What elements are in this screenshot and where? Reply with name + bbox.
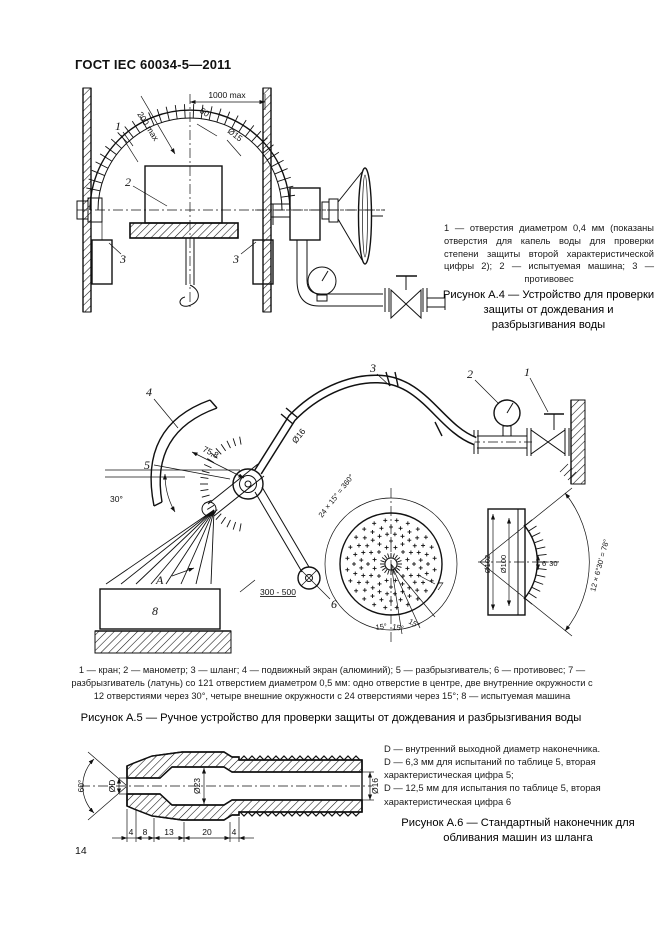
figure-a4-drawing: 1000 max 200 max 50 Ø15 xyxy=(76,87,446,320)
a6-dim-60deg: 60° xyxy=(76,780,86,793)
a5-dim-d100: Ø100 xyxy=(499,555,508,573)
a4-spray-dome xyxy=(86,104,296,211)
figure-a5-caption: Рисунок А.5 — Ручное устройство для пров… xyxy=(80,712,582,724)
a5-part1-label: 1 xyxy=(524,365,530,379)
a6-note-2: D — 6,3 мм для испытаний по таблице 5, в… xyxy=(384,756,596,781)
a5-part-labels-device: 4 5 6 8 xyxy=(144,385,337,618)
a4-part1-label: 1 xyxy=(115,119,121,133)
a4-part-labels: 1 2 3 3 xyxy=(108,119,257,266)
page-number: 14 xyxy=(75,845,87,857)
a6-note-1: D — внутренний выходной диаметр наконечн… xyxy=(384,743,601,754)
a5-part4-label: 4 xyxy=(146,385,152,399)
a4-part3-left-label: 3 xyxy=(119,252,126,266)
a5-view-a: А xyxy=(155,573,164,587)
a5-sprinkler-face-view: 24 × 15° = 360° 15° 15° 15° 7 xyxy=(316,472,458,644)
page-header: ГОСТ IEC 60034-5—2011 xyxy=(75,57,232,72)
a5-part5-label: 5 xyxy=(144,458,150,472)
a5-supply-line: Ø16 xyxy=(254,371,586,485)
a5-part2-label: 2 xyxy=(467,367,473,381)
a5-part8-label: 8 xyxy=(152,604,158,618)
a5-sprinkler-side-view: Ø102 Ø100 6°30' 12 × 6°30' = 78° xyxy=(478,463,611,637)
a4-dimensions: 1000 max 200 max 50 Ø15 xyxy=(135,90,266,157)
figure-a6-drawing: 60° ØD Ø23 Ø16 4 8 13 20 4 xyxy=(76,751,380,842)
a6-dimensions: 60° ØD Ø23 Ø16 4 8 13 20 4 xyxy=(76,751,380,842)
a5-dim-300-500: 300 - 500 xyxy=(260,587,296,597)
a6-dim-d16: Ø16 xyxy=(370,778,380,794)
a5-dim-15c: 15° xyxy=(375,621,387,631)
a4-drive-assembly xyxy=(255,167,446,320)
a5-part7-label: 7 xyxy=(437,579,444,593)
a4-dim-1000max: 1000 max xyxy=(208,90,246,100)
a6-dim-d23: Ø23 xyxy=(192,778,202,794)
a6-dim-20: 20 xyxy=(202,827,212,837)
a6-dim-8: 8 xyxy=(143,827,148,837)
a4-walls xyxy=(82,87,272,313)
figure-a4-legend: 1 — отверстия диаметром 0,4 мм (показаны… xyxy=(444,223,654,285)
a4-part3-right-label: 3 xyxy=(232,252,239,266)
a5-dim-d16: Ø16 xyxy=(290,426,308,445)
figure-a5-legend: 1 — кран; 2 — манометр; 3 — шланг; 4 — п… xyxy=(71,665,593,701)
a5-part-labels-top: 1 2 3 xyxy=(369,361,549,413)
a5-dim-30deg: 30° xyxy=(110,494,123,504)
a4-dim-d15: Ø15 xyxy=(226,126,245,144)
figure-a5-drawing: Ø16 1 2 3 75,8 30° xyxy=(94,361,611,654)
a4-trunnions xyxy=(76,197,274,285)
a6-dim-4a: 4 xyxy=(129,827,134,837)
figure-a6-caption: Рисунок А.6 — Стандартный наконечник для… xyxy=(401,817,635,845)
a5-dim-15b: 15° xyxy=(392,622,405,633)
a5-dim-630: 6°30' xyxy=(542,559,560,568)
a6-nozzle-section xyxy=(80,751,372,821)
a5-dim-12x630: 12 × 6°30' = 78° xyxy=(588,538,611,592)
figure-a6-notes: D — внутренний выходной диаметр наконечн… xyxy=(384,742,648,808)
a6-note-3: D — 12,5 мм для испытания по таблице 5, … xyxy=(384,782,601,807)
a4-part2-label: 2 xyxy=(125,175,131,189)
a6-dim-dD: ØD xyxy=(107,780,117,793)
a5-dim-d102: Ø102 xyxy=(483,555,492,573)
a5-part3-label: 3 xyxy=(369,361,376,375)
figure-a4-caption: Рисунок А.4 — Устройство для проверки за… xyxy=(442,289,655,332)
a5-hand-device: 75,8 30° 300 - 500 А xyxy=(94,399,321,654)
a5-part6-label: 6 xyxy=(331,597,337,611)
a6-dim-13: 13 xyxy=(164,827,174,837)
a6-dim-4b: 4 xyxy=(232,827,237,837)
a5-dim-15a: 15° xyxy=(407,617,421,630)
a4-machine xyxy=(129,165,239,307)
